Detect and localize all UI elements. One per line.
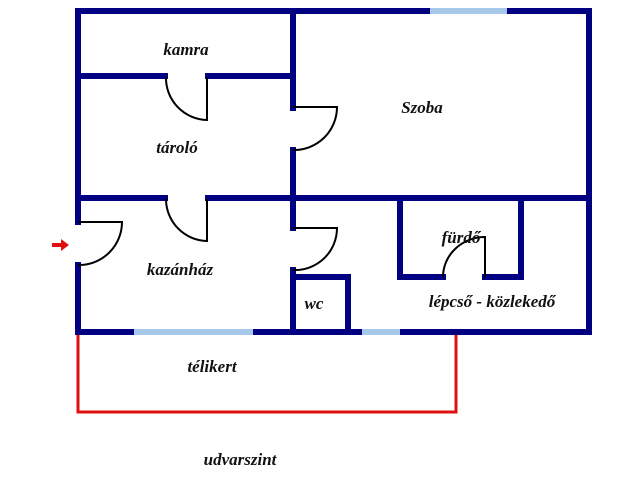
room-label-szoba: Szoba (401, 98, 443, 117)
doors (77, 76, 486, 278)
entrance-arrow-icon (52, 239, 69, 251)
room-label-tarolo: tároló (156, 138, 198, 157)
level-label: udvarszint (203, 450, 277, 469)
winter-garden-outline (76, 332, 458, 414)
room-label-furdo: fürdő (441, 228, 481, 247)
walls (75, 8, 592, 335)
room-label-lepcso-kozlekedo: lépcső - közlekedő (428, 292, 556, 311)
room-label-wc: wc (304, 294, 324, 313)
windows (134, 8, 507, 335)
room-label-kamra: kamra (163, 40, 209, 59)
room-label-telikert: télikert (187, 357, 237, 376)
room-label-kazanhaz: kazánház (146, 260, 214, 279)
